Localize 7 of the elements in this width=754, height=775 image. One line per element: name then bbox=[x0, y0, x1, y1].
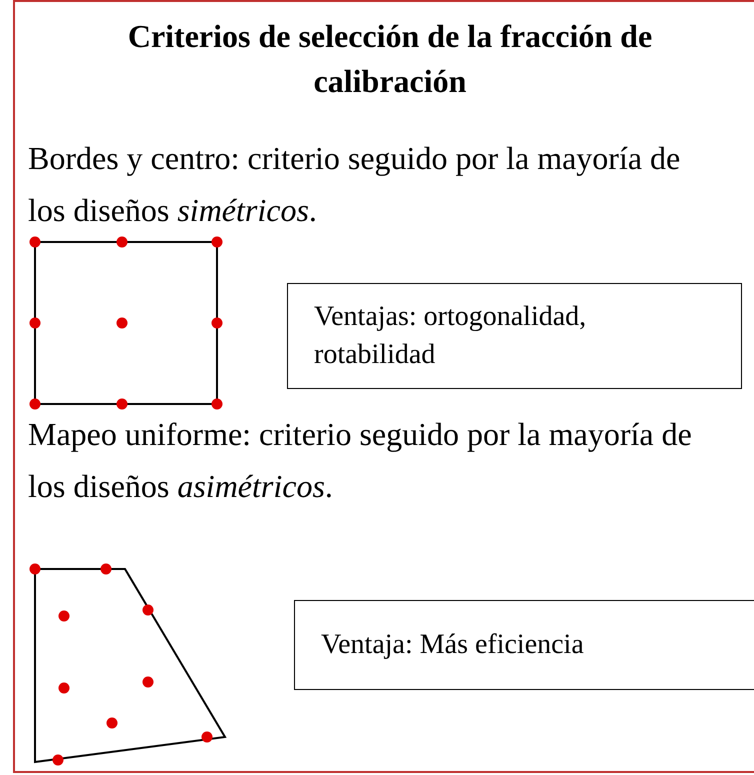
advantage-text: Ventajas: ortogonalidad, rotabilidad bbox=[314, 300, 588, 372]
advantage-box bbox=[294, 600, 754, 690]
criterion-text: Bordes y centro: criterio seguido por la mayoría de los diseños simétricos. bbox=[28, 139, 682, 230]
slide-title: Criterios de selección de la fracción de calibración bbox=[126, 17, 654, 101]
advantage-text: Ventaja: Más eficiencia bbox=[321, 628, 584, 662]
advantage-box bbox=[287, 283, 742, 389]
criterion-text: Mapeo uniforme: criterio seguido por la mayoría de los diseños asimétricos. bbox=[28, 415, 693, 506]
